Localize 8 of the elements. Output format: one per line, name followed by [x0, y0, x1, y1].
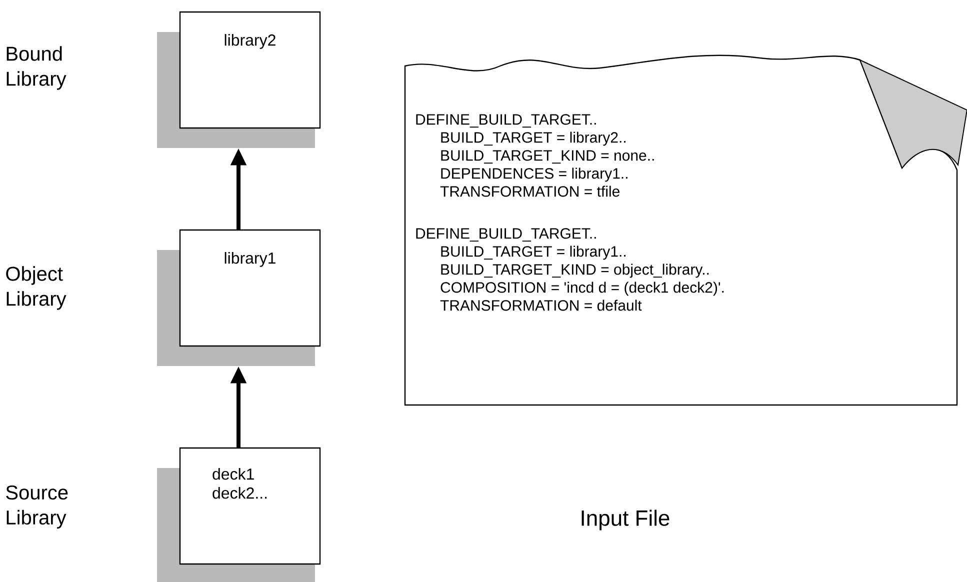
file-caption: Input File — [582, 510, 670, 530]
library-box: deck1 deck2... — [157, 447, 321, 582]
library-box: library1 — [157, 229, 321, 366]
side-label: Source Library — [6, 485, 68, 529]
library-box: library2 — [157, 11, 321, 148]
side-label: Bound Library — [6, 46, 66, 90]
side-label: Object Library — [6, 266, 66, 310]
paper-sheet: DEFINE_BUILD_TARGET.. BUILD_TARGET = library2.. BUILD_TARGET_KIND = none.. DEPENDENCES = library1.. TRANSFORMATION = tfile DEFINE_BUILD_TARGET.. BUILD_TARGET = library1.. BUILD_TARGET_KIND = object_library.. COMPOSITION = 'incd d = (deck1 deck2)'. TRANSFORMATION = default — [404, 54, 967, 406]
